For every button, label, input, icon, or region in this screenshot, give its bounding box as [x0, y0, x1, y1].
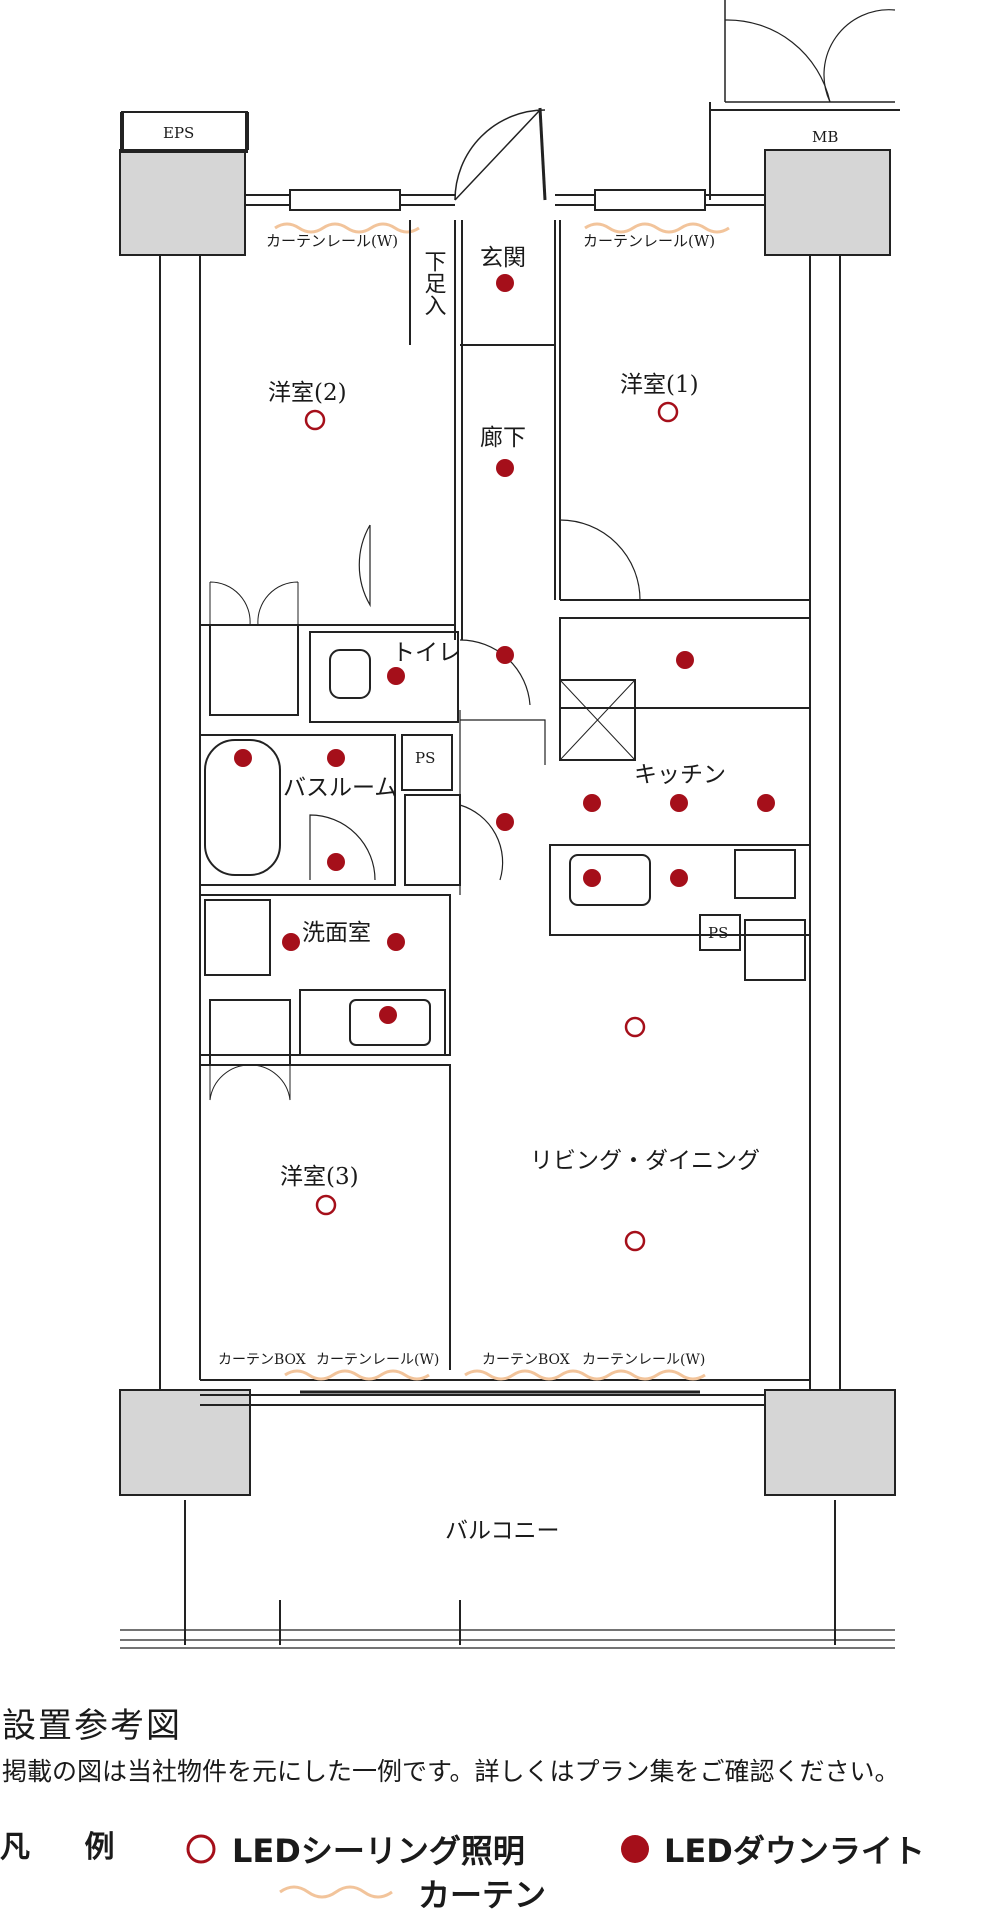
- curtain-bottom-right: [464, 1369, 706, 1381]
- kitchen-counter: [549, 844, 811, 936]
- ceiling-light-room2: [304, 409, 326, 431]
- column-bottom-right: [764, 1389, 896, 1496]
- curtain-bottom-left: [284, 1369, 430, 1381]
- vanity: [299, 989, 446, 1056]
- wall-room2-right: [454, 220, 463, 640]
- label-washroom: 洗面室: [302, 920, 371, 946]
- downlight-vanity: [379, 1006, 397, 1024]
- label-kitchen: キッチン: [634, 762, 726, 788]
- bathroom-room: [199, 734, 396, 886]
- downlight-entrance: [496, 274, 514, 292]
- downlight-pantry: [676, 651, 694, 669]
- kitchen-storage: [559, 679, 636, 761]
- label-bathroom: バスルーム: [283, 775, 397, 801]
- door-toilet: [459, 639, 531, 706]
- wall-room3-top: [200, 1064, 451, 1370]
- downlight-bath-3: [327, 853, 345, 871]
- label-curtain-rail-top-left: カーテンレール(W): [266, 232, 398, 250]
- ceiling-light-ld-2: [624, 1230, 646, 1252]
- label-balcony: バルコニー: [445, 1518, 560, 1544]
- legend-ceiling-light: LEDシーリング照明: [232, 1832, 525, 1870]
- wall-room1-left: [554, 220, 561, 600]
- legend-downlight: LEDダウンライト: [664, 1832, 925, 1870]
- label-ps-top: PS: [415, 749, 435, 767]
- door-bath: [309, 814, 376, 881]
- floor-plan: EPS MB カーテンレール(W) カーテンレール(W) 下足入 玄関 洋室(2…: [119, 0, 900, 1649]
- downlight-kitchen-2: [670, 794, 688, 812]
- label-western-room-1: 洋室(1): [620, 372, 699, 398]
- washing-machine: [204, 899, 271, 976]
- ceiling-light-room3: [315, 1194, 337, 1216]
- label-toilet: トイレ: [392, 640, 461, 666]
- curtain-top-left: [274, 222, 420, 234]
- label-mb: MB: [812, 128, 838, 146]
- column-bottom-left: [119, 1389, 251, 1496]
- downlight-legend-icon: [621, 1835, 649, 1863]
- closet-room2: [209, 624, 299, 716]
- curtain-legend-icon: [279, 1885, 393, 1899]
- mb-door-right: [823, 9, 896, 103]
- label-curtain-box-right: カーテンBOX: [482, 1352, 570, 1368]
- downlight-wash-1: [282, 933, 300, 951]
- downlight-hall-3: [496, 813, 514, 831]
- downlight-wash-2: [387, 933, 405, 951]
- downlight-hall-2: [496, 646, 514, 664]
- legend-heading: 凡 例: [0, 1830, 137, 1865]
- door-hall: [459, 804, 504, 881]
- balcony-edge: [120, 1629, 895, 1649]
- label-curtain-rail-top-right: カーテンレール(W): [583, 232, 715, 250]
- downlight-bath-1: [234, 749, 252, 767]
- kitchen-sink: [569, 854, 651, 906]
- ceiling-light-legend-icon: [186, 1834, 216, 1864]
- bathtub: [204, 739, 281, 876]
- label-western-room-3: 洋室(3): [280, 1164, 359, 1190]
- label-shoe-storage: 下足入: [421, 250, 447, 316]
- label-ps-kitchen: PS: [708, 924, 728, 942]
- label-living-dining: リビング・ダイニング: [530, 1148, 760, 1174]
- label-curtain-rail-bottom-right: カーテンレール(W): [582, 1352, 705, 1368]
- label-eps: EPS: [163, 124, 194, 142]
- ps-kitchen-box: [699, 914, 741, 951]
- caption-note: 掲載の図は当社物件を元にした一例です。詳しくはプラン集をご確認ください。: [2, 1757, 900, 1786]
- downlight-markers: [234, 274, 775, 1024]
- vanity-basin: [349, 999, 431, 1046]
- curtain-top-right: [584, 222, 730, 234]
- exterior-wall: [159, 170, 841, 1390]
- label-western-room-2: 洋室(2): [268, 380, 347, 406]
- kitchen-stove: [734, 849, 796, 899]
- toilet-fixture: [329, 649, 371, 699]
- door-room1: [559, 519, 641, 601]
- toilet-room: [309, 631, 459, 723]
- label-curtain-rail-bottom-left: カーテンレール(W): [316, 1352, 439, 1368]
- caption-title: 設置参考図: [2, 1706, 182, 1746]
- column-top-right: [764, 149, 891, 256]
- ps-top-box: [401, 734, 453, 791]
- downlight-toilet: [387, 667, 405, 685]
- downlight-hall-1: [496, 459, 514, 477]
- kitchen-pantry: [559, 617, 811, 709]
- downlight-bath-2: [327, 749, 345, 767]
- ceiling-light-markers: [304, 401, 679, 1252]
- fridge: [744, 919, 806, 981]
- ceiling-light-ld-1: [624, 1016, 646, 1038]
- label-hallway: 廊下: [480, 425, 526, 451]
- downlight-kitchen-3: [757, 794, 775, 812]
- door-room2: [358, 524, 371, 608]
- ceiling-light-room1: [657, 401, 679, 423]
- mb-door-left: [724, 19, 831, 103]
- entrance-door: [454, 109, 546, 201]
- wall-shoe: [409, 220, 555, 346]
- label-curtain-box-left: カーテンBOX: [218, 1352, 306, 1368]
- label-entrance: 玄関: [480, 245, 526, 271]
- downlight-kitchen-4: [583, 869, 601, 887]
- downlight-kitchen-5: [670, 869, 688, 887]
- legend-curtain: カーテン: [418, 1876, 547, 1914]
- column-top-left: [119, 149, 246, 256]
- downlight-kitchen-1: [583, 794, 601, 812]
